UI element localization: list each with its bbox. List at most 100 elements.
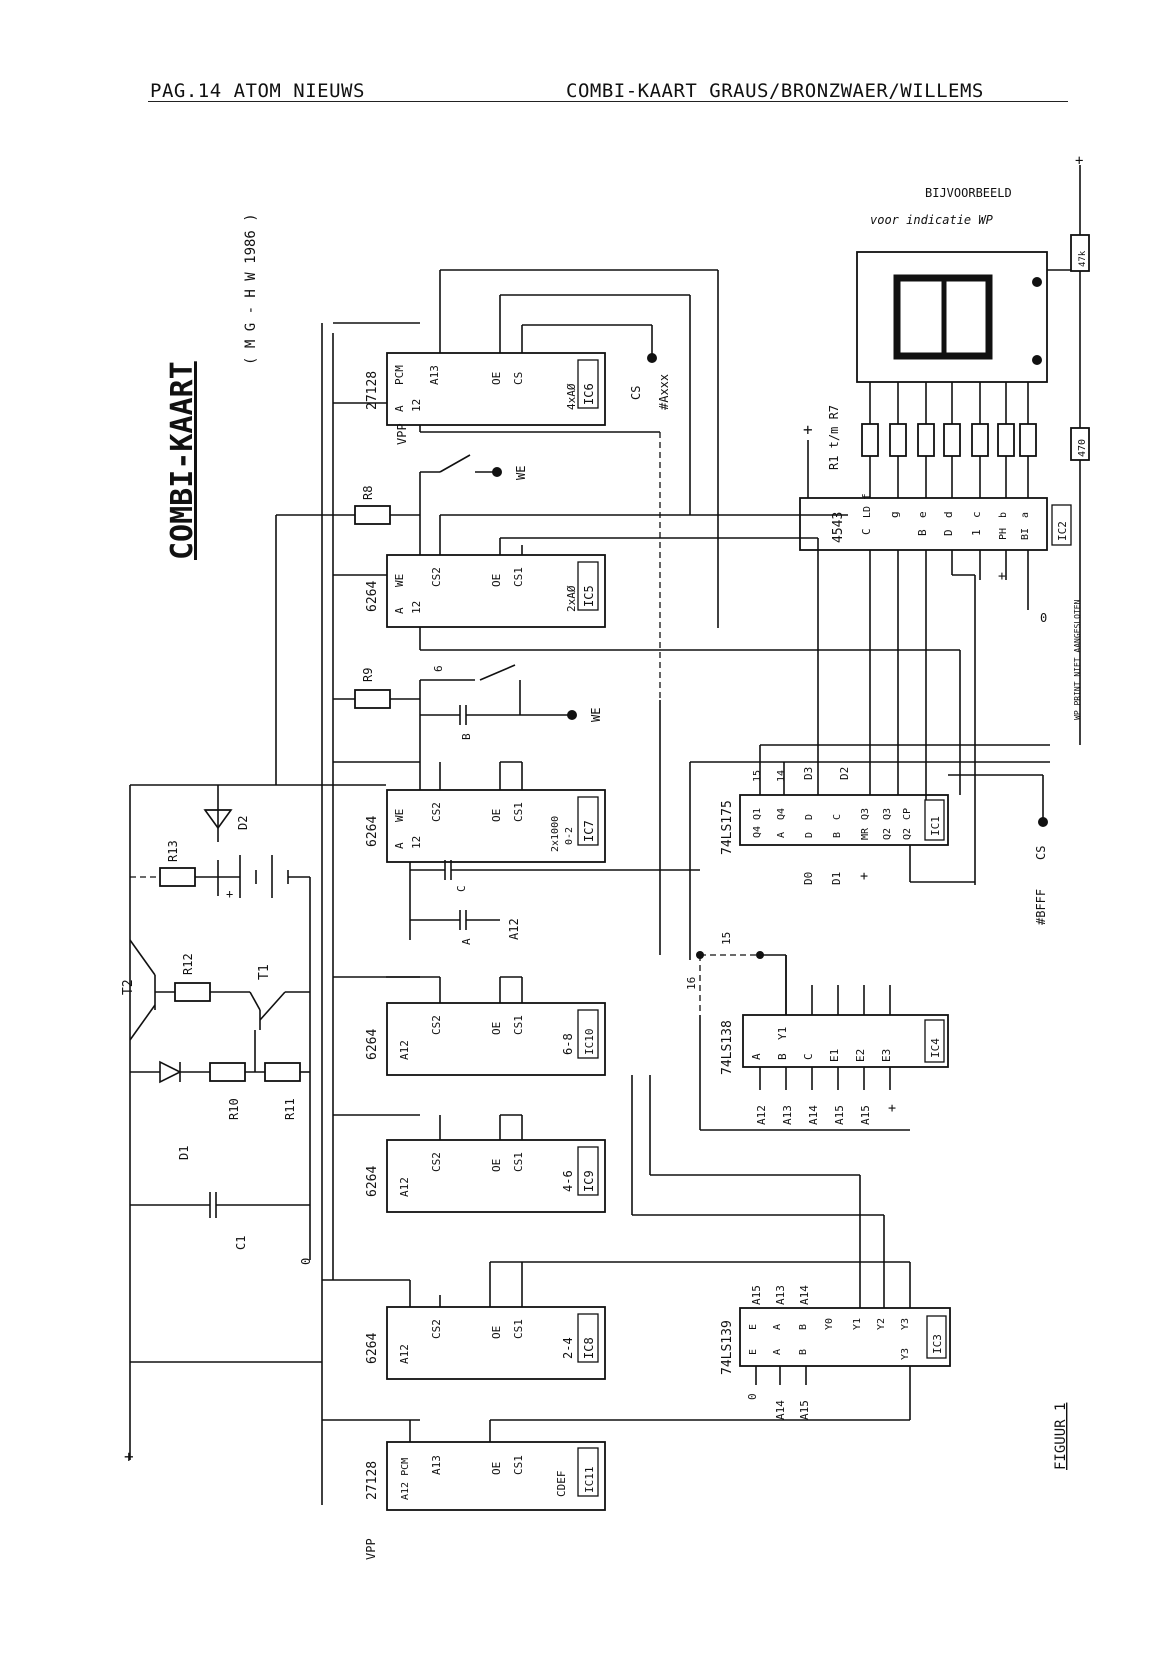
ic8-id: IC8 [582, 1337, 596, 1359]
ic7-pin-we: WE [393, 809, 406, 822]
ic3-pin-y1: Y1 [852, 1318, 863, 1330]
ic10-pin-cs2: CS2 [430, 1015, 443, 1035]
we-label-lower: WE [589, 708, 603, 722]
ic3-top-a15: A15 [750, 1285, 763, 1305]
ic2-id: IC2 [1056, 521, 1069, 541]
ic8-label: 2-4 [561, 1337, 575, 1359]
ic2-type: 4543 [831, 512, 846, 543]
ic3-bottom-a15: A15 [798, 1400, 811, 1420]
ic3-top-a13: A13 [774, 1285, 787, 1305]
ic11-label: CDEF [555, 1471, 568, 1498]
ic1-pin-cp: CP [902, 808, 913, 820]
wp-note: WP PRINT NIET AANGESLOTEN [1073, 599, 1082, 720]
ic2-pin-d: d [942, 511, 955, 518]
ic5-label: 2xAØ [565, 585, 578, 612]
ic8-type: 6264 [365, 1333, 380, 1364]
ic2-4543: 4543 LD C f g e B d D c 1 b PH a BI IC2 [799, 493, 1072, 551]
ic10-pin-cs1: CS1 [512, 1015, 525, 1035]
ic3-74ls139: 74LS139 E E A A B B Y0 Y1 Y2 Y3 Y3 IC3 [720, 1307, 951, 1375]
cap-a-label: A [460, 938, 473, 945]
title-main: COMBI-KAART [165, 361, 200, 560]
ic5-pin-a: A [393, 607, 406, 614]
ic2-pin-ph: PH [998, 528, 1009, 540]
ic7-type: 6264 [365, 816, 380, 847]
display-resistors: R1 t/m R7 + [803, 382, 1037, 498]
ic3-pin-a1: A [772, 1324, 783, 1330]
ic3-pin-y3: Y3 [900, 1318, 911, 1330]
ic2-pin-wiring: + 0 [869, 550, 1047, 885]
ic3-pin-e2: E [748, 1349, 759, 1355]
ic1-pin15: 15 [752, 770, 763, 782]
plus-ic1: + [857, 872, 872, 880]
ic9-pin-oe: OE [490, 1159, 503, 1172]
ic4-a15b: A15 [859, 1105, 872, 1125]
ic5-pin-cs2: CS2 [430, 567, 443, 587]
ic2-pin-ld: LD [862, 506, 873, 518]
ic5-pin-cs1: CS1 [512, 567, 525, 587]
zero-ground: 0 [299, 1258, 313, 1265]
ic11-27128: 27128 A12 PCM A13 OE CS1 CDEF IC11 [365, 1441, 606, 1511]
ic3-pin-e1: E [748, 1324, 759, 1330]
cap-c-label: C [455, 885, 468, 892]
plus-ic2: + [998, 569, 1006, 584]
ic2-pin-g: g [888, 511, 901, 518]
ic11-pin-a13: A13 [430, 1455, 443, 1475]
plus-ic4: + [885, 1104, 900, 1112]
ic6-type: 27128 [365, 371, 380, 410]
ic11-pin-cs1: CS1 [512, 1455, 525, 1475]
ic2-pin-e: e [916, 511, 929, 518]
ic2-pin-a: a [1020, 512, 1031, 518]
t2-label: T2 [121, 979, 136, 995]
ic10-type: 6264 [365, 1029, 380, 1060]
ic7-6264: 6264 A 12 WE CS2 OE CS1 2x1000 0-2 IC7 [365, 789, 606, 863]
ic3-pin-b1: B [798, 1324, 809, 1330]
ic4-a14: A14 [807, 1105, 820, 1125]
seven-segment-display [856, 251, 1048, 383]
header-left: PAG.14 ATOM NIEUWS [150, 80, 365, 102]
ic2-pin-b: b [998, 512, 1009, 518]
ic1-pin-q3: Q3 [860, 808, 871, 820]
ic9-type: 6264 [365, 1166, 380, 1197]
ic6-pin-pcm: PCM [393, 365, 406, 385]
figure-caption: FIGUUR 1 [1053, 1403, 1069, 1470]
ic11-id: IC11 [583, 1467, 596, 1494]
ic6-pin-cs: CS [512, 372, 525, 385]
ic3-pin-y2: Y2 [876, 1318, 887, 1330]
ic1-type: 74LS175 [720, 800, 735, 855]
ic9-label: 4-6 [561, 1170, 575, 1192]
ic4-pin-y1: Y1 [776, 1027, 789, 1040]
r9-label: R9 [361, 668, 375, 682]
ic10-label: 6-8 [561, 1033, 575, 1055]
ic1-pin-c: C [832, 814, 843, 820]
ic7-pin-oe: OE [490, 809, 503, 822]
switch-pin-6: 6 [432, 665, 445, 672]
vpp-ic11: VPP [364, 1538, 378, 1560]
ic4-pin-b: B [776, 1053, 789, 1060]
ic6-pin-12: 12 [410, 399, 423, 412]
ic1-pin-mr: MR [860, 827, 871, 840]
ic10-6264: 6264 A12 CS2 OE CS1 6-8 IC10 [365, 1002, 606, 1076]
plus-wp: + [1075, 153, 1083, 169]
ic9-id: IC9 [582, 1170, 596, 1192]
interconnect-wires: CS #Axxx VPP WE R8 [333, 269, 1050, 1560]
ic2-pin-1: 1 [970, 529, 983, 536]
a12-signal: A12 [507, 918, 521, 940]
ic5-pin-we: WE [393, 574, 406, 587]
ic7-label: 2x1000 [550, 816, 561, 852]
example-note-line1: BIJVOORBEELD [925, 186, 1012, 200]
ic5-pin-12: 12 [410, 601, 423, 614]
plus-r1: + [803, 420, 813, 439]
ic4-pin-e1: E1 [828, 1049, 841, 1062]
cs-label-ic1: CS [1034, 846, 1048, 860]
r12-label: R12 [181, 953, 195, 975]
ic4-pin-c: C [802, 1053, 815, 1060]
ic7-pin-cs2: CS2 [430, 802, 443, 822]
ic1-pin-b: B [832, 832, 843, 838]
ic2-pin-f: f [860, 493, 873, 500]
ic2-pin-c2: c [970, 511, 983, 518]
ic7-pin-12: 12 [410, 836, 423, 849]
ic7-range: 0-2 [564, 827, 575, 845]
d2-label: D2 [236, 816, 250, 830]
